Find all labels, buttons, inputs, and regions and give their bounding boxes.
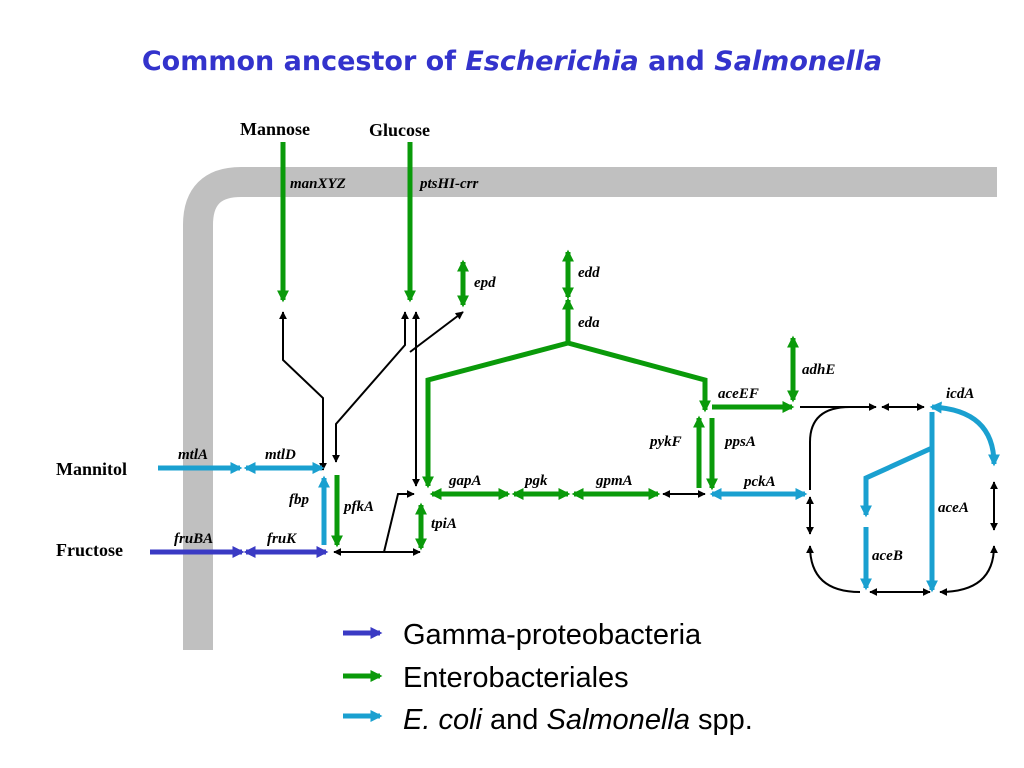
gene-gapA: gapA <box>448 473 482 489</box>
malate-to-fumarate-connector <box>806 545 861 593</box>
gene-mtlA: mtlA <box>178 447 208 463</box>
gene-pykF: pykF <box>648 434 682 450</box>
icdA-arrow <box>929 401 1000 467</box>
glucose6p-connector <box>332 311 409 463</box>
legend-label-ecoli-salmonella: E. coli and Salmonella spp. <box>403 704 753 736</box>
gene-gpmA: gpmA <box>595 473 633 489</box>
gene-aceA: aceA <box>938 500 969 516</box>
oaa-to-citrate-connector <box>809 406 851 490</box>
gene-ppsA: ppsA <box>723 434 756 450</box>
mannose6p-connector <box>279 311 327 471</box>
gene-fruBA: fruBA <box>174 531 213 547</box>
gene-adhE: adhE <box>802 362 835 378</box>
mannose-label: Mannose <box>240 119 310 139</box>
gene-ptsHI-crr: ptsHI-crr <box>418 176 479 192</box>
eda-to-gap-arrow <box>422 340 569 489</box>
gene-pgk: pgk <box>523 473 548 489</box>
mannitol-label: Mannitol <box>56 459 127 479</box>
gene-manXYZ: manXYZ <box>290 176 346 192</box>
succinate-connector <box>939 545 998 596</box>
gene-eda: eda <box>578 315 600 331</box>
legend-label-enterobacteriales: Enterobacteriales <box>403 662 629 694</box>
gene-mtlD: mtlD <box>265 447 296 463</box>
gene-aceEF: aceEF <box>718 386 759 402</box>
cell-membrane <box>183 167 997 650</box>
page-title: Common ancestor of Escherichia and Salmo… <box>142 46 882 77</box>
gene-fruK: fruK <box>267 531 297 547</box>
gene-epd: epd <box>474 275 496 291</box>
gene-fbp: fbp <box>289 492 309 508</box>
legend: Gamma-proteobacteria Enterobacteriales E… <box>343 619 753 736</box>
fructose-label: Fructose <box>56 540 123 560</box>
gene-aceB: aceB <box>872 548 903 564</box>
eda-to-pyr-arrow <box>567 340 711 413</box>
gene-pckA: pckA <box>742 474 776 490</box>
epd-connector <box>409 311 464 353</box>
legend-label-gamma-proteobacteria: Gamma-proteobacteria <box>403 619 702 651</box>
glucose-label: Glucose <box>369 120 430 140</box>
gene-edd: edd <box>578 265 600 281</box>
gene-tpiA: tpiA <box>431 516 457 532</box>
gene-pfkA: pfkA <box>342 499 374 515</box>
aceB-branch <box>860 445 934 518</box>
aldolase-connector <box>383 490 415 553</box>
gene-icdA: icdA <box>946 386 974 402</box>
